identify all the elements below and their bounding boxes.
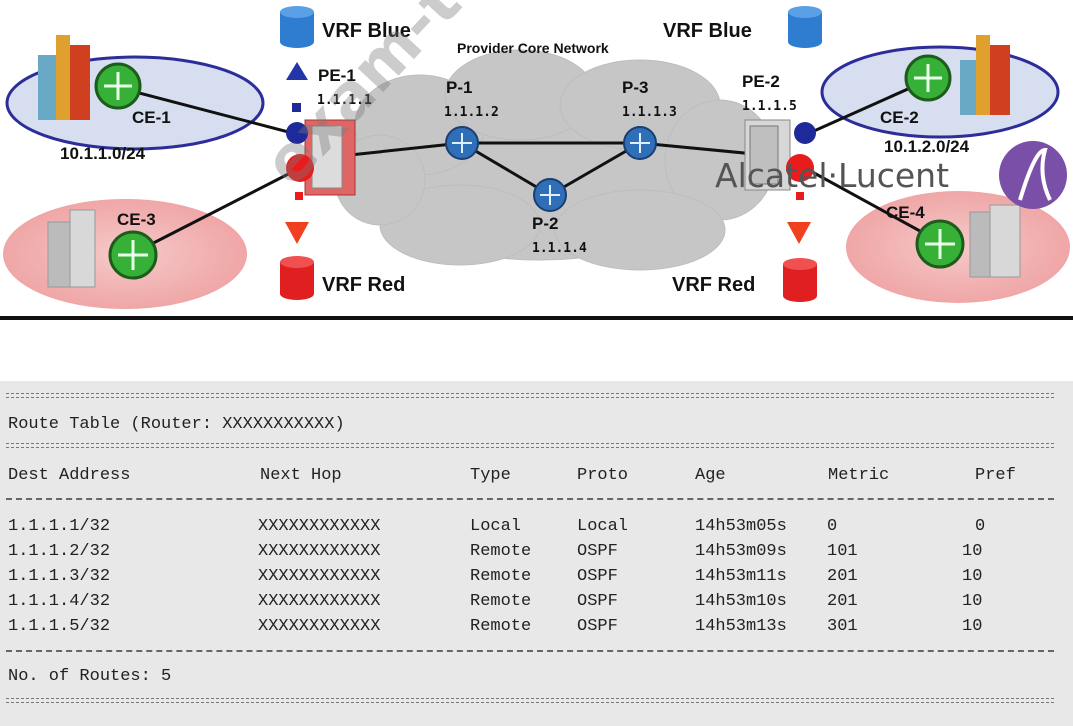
cell-proto: Local — [577, 517, 629, 536]
cell-next-hop: XXXXXXXXXXXX — [258, 542, 381, 561]
divider — [0, 316, 1073, 320]
ce1-router-icon — [94, 62, 142, 110]
cell-metric: 201 — [827, 567, 858, 586]
cell-next-hop: XXXXXXXXXXXX — [258, 567, 381, 586]
header-age: Age — [695, 466, 726, 485]
cell-pref: 10 — [962, 542, 983, 561]
p3-router-icon — [623, 126, 657, 160]
ce4-router-icon — [915, 219, 965, 269]
route-table-panel: Route Table (Router: XXXXXXXXXXX) Dest A… — [0, 381, 1073, 726]
cell-metric: 101 — [827, 542, 858, 561]
ce2-router-icon — [904, 54, 952, 102]
vrf-blue-marker-left — [286, 62, 308, 144]
cell-age: 14h53m05s — [695, 517, 787, 536]
vrf-red-database-icon — [280, 256, 314, 300]
separator — [6, 698, 1054, 703]
cell-metric: 301 — [827, 617, 858, 636]
ce4-name: CE-4 — [886, 203, 925, 222]
header-metric: Metric — [828, 466, 890, 485]
separator — [6, 443, 1054, 448]
separator — [6, 498, 1054, 500]
diagram-title: Provider Core Network — [457, 40, 609, 56]
cell-proto: OSPF — [577, 567, 618, 586]
p2-router-icon — [533, 178, 567, 212]
cell-pref: 10 — [962, 567, 983, 586]
cell-metric: 201 — [827, 592, 858, 611]
p2-ip: 1.1.1.4 — [532, 241, 587, 256]
cell-dest: 1.1.1.5/32 — [8, 617, 111, 636]
cell-pref: 10 — [962, 592, 983, 611]
vrf-red-database-icon — [783, 258, 817, 302]
pe2-ip: 1.1.1.5 — [742, 99, 797, 114]
cell-age: 14h53m11s — [695, 567, 787, 586]
cell-type: Remote — [470, 567, 532, 586]
ce1-name: CE-1 — [132, 108, 171, 127]
alcatel-lucent-logo — [999, 141, 1067, 209]
cell-pref: 10 — [962, 617, 983, 636]
pe1-ip: 1.1.1.1 — [317, 93, 372, 108]
cell-proto: OSPF — [577, 542, 618, 561]
cell-type: Remote — [470, 592, 532, 611]
vrf-red-label-right: VRF Red — [672, 274, 756, 296]
ce1-subnet: 10.1.1.0/24 — [60, 144, 146, 163]
cell-metric: 0 — [827, 517, 838, 536]
header-pref: Pref — [975, 466, 1016, 485]
header-type: Type — [470, 466, 511, 485]
separator — [6, 393, 1054, 398]
cell-age: 14h53m13s — [695, 617, 787, 636]
cell-next-hop: XXXXXXXXXXXX — [258, 517, 381, 536]
cell-dest: 1.1.1.3/32 — [8, 567, 111, 586]
cell-pref: 0 — [975, 517, 986, 536]
p3-name: P-3 — [622, 78, 649, 97]
route-table-title: Route Table (Router: XXXXXXXXXXX) — [8, 415, 345, 434]
p2-name: P-2 — [532, 214, 559, 233]
p1-name: P-1 — [446, 78, 473, 97]
header-next-hop: Next Hop — [260, 466, 342, 485]
building-icon — [47, 209, 96, 288]
cell-dest: 1.1.1.4/32 — [8, 592, 111, 611]
cell-dest: 1.1.1.2/32 — [8, 542, 111, 561]
vrf-red-marker-left — [285, 154, 314, 244]
cell-next-hop: XXXXXXXXXXXX — [258, 617, 381, 636]
ce2-subnet: 10.1.2.0/24 — [884, 137, 970, 156]
header-dest-address: Dest Address — [8, 466, 131, 485]
ce2-name: CE-2 — [880, 108, 919, 127]
pe1-router-chassis — [304, 119, 356, 196]
cell-proto: OSPF — [577, 617, 618, 636]
links — [119, 78, 941, 257]
pe2-router-chassis — [744, 119, 791, 191]
cell-age: 14h53m10s — [695, 592, 787, 611]
separator — [6, 650, 1054, 652]
cell-type: Remote — [470, 542, 532, 561]
diagram-graphics — [3, 6, 1070, 309]
building-icon — [969, 204, 1021, 278]
vrf-blue-database-icon — [788, 6, 822, 48]
route-count: No. of Routes: 5 — [8, 667, 172, 686]
cell-dest: 1.1.1.1/32 — [8, 517, 111, 536]
cell-next-hop: XXXXXXXXXXXX — [258, 592, 381, 611]
pe2-name: PE-2 — [742, 72, 780, 91]
ce3-name: CE-3 — [117, 210, 156, 229]
header-proto: Proto — [577, 466, 629, 485]
cell-type: Remote — [470, 617, 532, 636]
building-icon — [38, 35, 90, 120]
building-icon — [960, 35, 1010, 115]
cell-type: Local — [470, 517, 522, 536]
cell-proto: OSPF — [577, 592, 618, 611]
alcatel-lucent-brand: Alcatel·Lucent — [715, 156, 950, 195]
ce3-router-icon — [108, 230, 158, 280]
vrf-red-marker-right — [786, 154, 814, 244]
vrf-blue-label-left: VRF Blue — [322, 20, 411, 42]
network-diagram: VRF Blue VRF Blue VRF Red VRF Red Provid… — [0, 0, 1073, 320]
p3-ip: 1.1.1.3 — [622, 105, 677, 120]
p1-ip: 1.1.1.2 — [444, 105, 499, 120]
vrf-blue-label-right: VRF Blue — [663, 20, 752, 42]
vrf-blue-database-icon — [280, 6, 314, 48]
pe1-name: PE-1 — [318, 66, 356, 85]
p1-router-icon — [445, 126, 479, 160]
vrf-blue-marker-right — [794, 122, 816, 144]
cell-age: 14h53m09s — [695, 542, 787, 561]
vrf-red-label-left: VRF Red — [322, 274, 406, 296]
